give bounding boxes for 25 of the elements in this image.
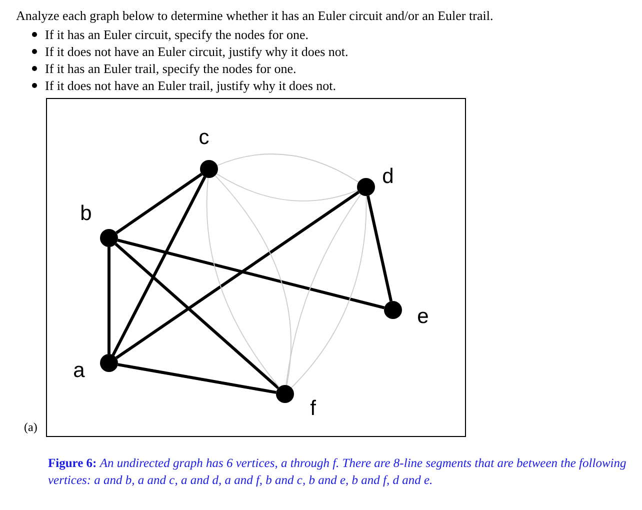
graph-edge — [216, 154, 359, 183]
vertex-label: d — [381, 165, 395, 189]
vertex-label: e — [416, 305, 430, 329]
graph-edge — [117, 238, 385, 310]
graph-edge — [116, 190, 360, 360]
graph-edge — [116, 172, 202, 234]
graph-edge — [214, 175, 292, 386]
graph-edge — [206, 178, 280, 388]
graph-edge — [112, 176, 206, 356]
vertex-label: b — [79, 202, 93, 226]
bullet-text: If it does not have an Euler circuit, justify why it does not. — [45, 43, 348, 60]
vertex-label: f — [309, 397, 317, 421]
bullet-text: If it has an Euler circuit, specify the nodes for one. — [45, 26, 309, 43]
figure-caption: Figure 6: An undirected graph has 6 vertices, a through f. There are 8-line segments that are between the following vertices: a and b, a and c, a and d, a and f, b and c, b and e, b and f, d and e. — [48, 455, 628, 489]
graph-edge — [108, 247, 110, 354]
vertex-label: c — [198, 126, 210, 150]
instruction-text: Analyze each graph below to determine whether it has an Euler circuit and/or an Euler trail. — [16, 8, 494, 24]
vertex-label: a — [72, 359, 86, 383]
graph-edge — [118, 363, 276, 394]
graph-edge — [216, 173, 358, 202]
subfigure-label: (a) — [24, 420, 38, 434]
bullet-text: If it does not have an Euler trail, justify why it does not. — [45, 77, 336, 94]
graph-edge — [366, 195, 393, 302]
graph-edge — [114, 242, 280, 390]
bullet-text: If it has an Euler trail, specify the nodes for one. — [45, 60, 296, 77]
